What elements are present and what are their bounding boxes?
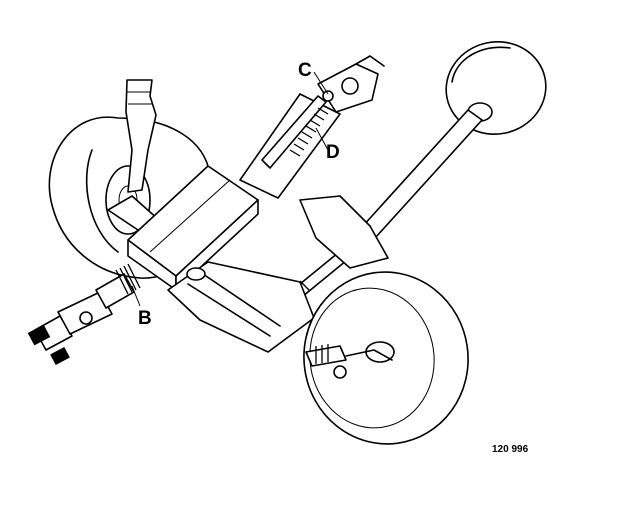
upper-shaft-assembly: [239, 55, 385, 199]
callout-lines: [131, 71, 329, 307]
upper-pedal-shaft: [125, 79, 157, 193]
front-right-wheel: [303, 271, 469, 445]
label-c: C: [298, 60, 312, 81]
lower-shaft-assembly: [27, 263, 141, 366]
label-d: D: [326, 142, 340, 163]
label-b: B: [138, 308, 152, 329]
reference-number: 120 996: [492, 444, 529, 455]
steering-wheel-upper: [445, 41, 547, 135]
